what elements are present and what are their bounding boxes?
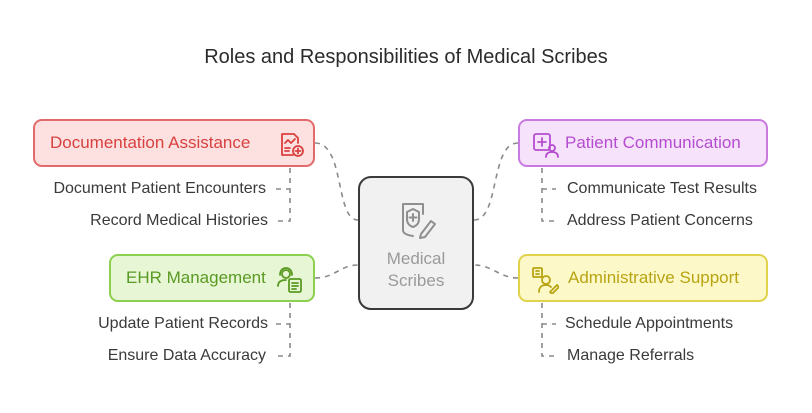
connector-admin-items — [541, 303, 556, 357]
connector-doc-items — [276, 168, 291, 222]
medical-person-board-icon — [533, 133, 559, 158]
diagram-title: Roles and Responsibilities of Medical Sc… — [204, 46, 608, 68]
connector-administrative — [473, 264, 519, 279]
item-address-patient-concerns: Address Patient Concerns — [567, 212, 753, 229]
center-node: Medical Scribes — [358, 176, 474, 310]
item-document-patient-encounters: Document Patient Encounters — [53, 180, 266, 197]
connector-ehr-items — [276, 303, 291, 357]
chart-document-plus-icon — [281, 133, 304, 157]
item-ensure-data-accuracy: Ensure Data Accuracy — [107, 347, 266, 364]
connector-ehr — [314, 264, 359, 279]
role-patient-communication: Patient Communication — [518, 119, 768, 167]
item-manage-referrals: Manage Referrals — [567, 347, 695, 364]
role-ehr-management: EHR Management — [109, 254, 315, 302]
role-label: EHR Management — [126, 268, 266, 287]
role-label: Administrative Support — [568, 268, 740, 287]
person-coin-pen-icon — [532, 267, 559, 294]
center-label-line2: Scribes — [387, 271, 445, 290]
role-documentation-assistance: Documentation Assistance — [33, 119, 315, 167]
item-schedule-appointments: Schedule Appointments — [565, 315, 734, 332]
connector-communication — [473, 142, 519, 221]
item-update-patient-records: Update Patient Records — [98, 315, 268, 332]
connector-documentation — [314, 142, 359, 221]
center-label-line1: Medical — [386, 249, 446, 268]
role-label: Patient Communication — [565, 133, 741, 152]
shield-document-edit-icon — [402, 203, 436, 239]
role-label: Documentation Assistance — [50, 133, 251, 152]
person-headset-document-icon — [277, 267, 302, 293]
item-communicate-test-results: Communicate Test Results — [567, 180, 757, 197]
role-administrative-support: Administrative Support — [518, 254, 768, 302]
center-label: Medical Scribes — [360, 248, 472, 292]
item-record-medical-histories: Record Medical Histories — [90, 212, 268, 229]
connector-comm-items — [541, 168, 556, 222]
